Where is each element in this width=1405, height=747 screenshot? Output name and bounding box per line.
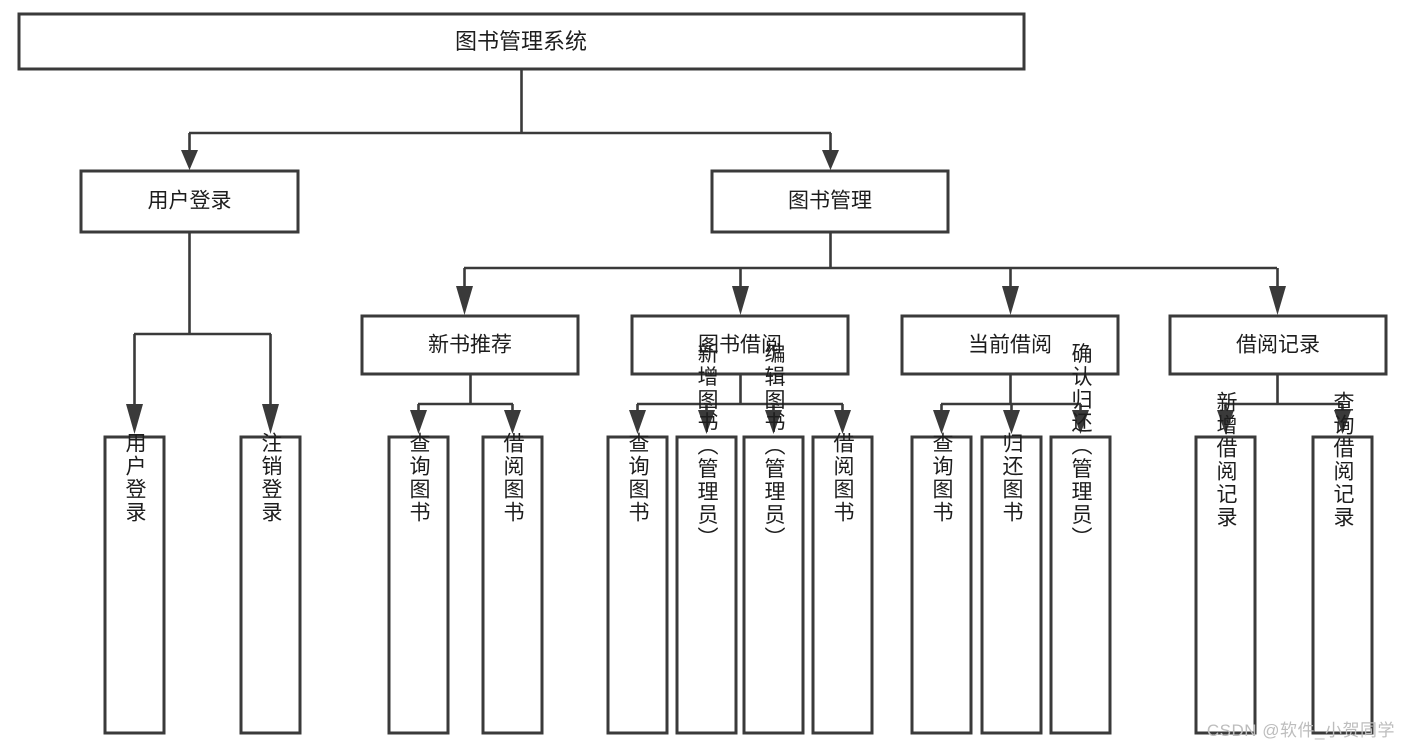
leaf-node-edit-book-label: 编辑图书（管理员） bbox=[762, 343, 786, 550]
leaf-node-borrow-book-2[interactable]: 借阅图书 bbox=[811, 432, 874, 735]
leaf-node-query-book-1[interactable]: 查询图书 bbox=[387, 432, 450, 735]
connector-root-to-level2 bbox=[181, 69, 839, 170]
leaf-node-user-login-label: 用户登录 bbox=[123, 432, 147, 524]
leaf-node-confirm-return[interactable]: 确认归还（管理员） bbox=[1049, 343, 1112, 735]
node-current-borrow[interactable]: 当前借阅 bbox=[900, 314, 1120, 376]
node-book-manage[interactable]: 图书管理 bbox=[710, 169, 950, 234]
leaf-node-query-book-2[interactable]: 查询图书 bbox=[606, 432, 669, 735]
leaf-node-query-record[interactable]: 查询借阅记录 bbox=[1311, 391, 1374, 735]
node-root-system-label: 图书管理系统 bbox=[455, 29, 587, 54]
leaf-node-query-book-1-label: 查询图书 bbox=[407, 432, 431, 524]
leaf-node-borrow-book-1-label: 借阅图书 bbox=[501, 432, 525, 524]
connector-book-borrow-to-leaves bbox=[629, 374, 851, 434]
node-new-book-recommend[interactable]: 新书推荐 bbox=[360, 314, 580, 376]
node-user-login-label: 用户登录 bbox=[148, 190, 232, 213]
node-book-borrow[interactable]: 图书借阅 bbox=[630, 314, 850, 376]
leaf-node-add-book[interactable]: 新增图书（管理员） bbox=[675, 343, 738, 735]
node-borrow-record[interactable]: 借阅记录 bbox=[1168, 314, 1388, 376]
connector-borrow-record-to-leaves bbox=[1217, 374, 1351, 434]
leaf-node-query-record-label: 查询借阅记录 bbox=[1331, 391, 1355, 529]
leaf-node-add-record[interactable]: 新增借阅记录 bbox=[1194, 391, 1257, 735]
leaf-node-query-book-3-label: 查询图书 bbox=[930, 432, 954, 524]
node-borrow-record-label: 借阅记录 bbox=[1236, 334, 1320, 357]
leaf-node-query-book-3[interactable]: 查询图书 bbox=[910, 432, 973, 735]
connector-current-borrow-to-leaves bbox=[933, 374, 1089, 434]
leaf-node-return-book[interactable]: 归还图书 bbox=[980, 432, 1043, 735]
leaf-node-borrow-book-1[interactable]: 借阅图书 bbox=[481, 432, 544, 735]
leaf-node-add-record-label: 新增借阅记录 bbox=[1214, 391, 1238, 529]
connector-user-login-to-leaves bbox=[126, 232, 279, 434]
node-book-manage-label: 图书管理 bbox=[788, 190, 872, 213]
node-new-book-recommend-label: 新书推荐 bbox=[428, 334, 512, 357]
leaf-node-confirm-return-label: 确认归还（管理员） bbox=[1069, 343, 1093, 550]
leaf-node-user-login[interactable]: 用户登录 bbox=[103, 432, 166, 735]
leaf-node-borrow-book-2-label: 借阅图书 bbox=[831, 432, 855, 524]
leaf-node-query-book-2-label: 查询图书 bbox=[626, 432, 650, 524]
leaf-node-add-book-label: 新增图书（管理员） bbox=[695, 343, 719, 550]
leaf-node-return-book-label: 归还图书 bbox=[1000, 432, 1024, 524]
node-book-borrow-label: 图书借阅 bbox=[698, 334, 782, 357]
node-user-login[interactable]: 用户登录 bbox=[79, 169, 300, 234]
node-current-borrow-label: 当前借阅 bbox=[968, 334, 1052, 357]
leaf-node-edit-book[interactable]: 编辑图书（管理员） bbox=[742, 343, 805, 735]
node-root-system[interactable]: 图书管理系统 bbox=[17, 12, 1026, 71]
connector-book-manage-to-level3 bbox=[456, 232, 1286, 315]
leaf-node-user-logout-label: 注销登录 bbox=[259, 432, 283, 524]
leaf-node-user-logout[interactable]: 注销登录 bbox=[239, 432, 302, 735]
connector-new-book-recommend-to-leaves bbox=[410, 374, 521, 434]
